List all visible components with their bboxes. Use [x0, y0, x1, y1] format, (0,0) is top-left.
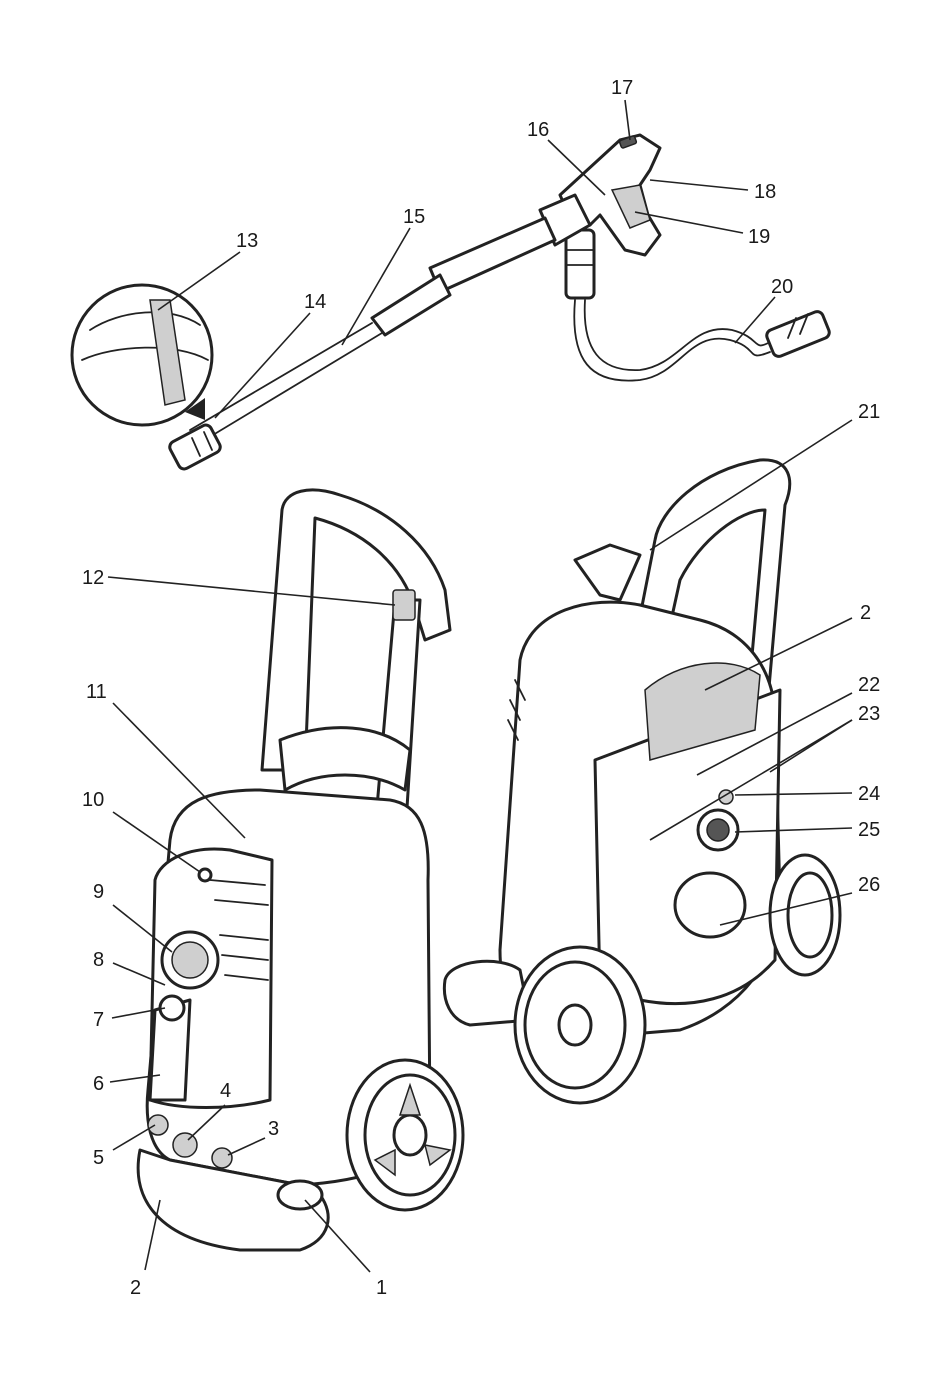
- label-9: 9: [93, 881, 104, 903]
- label-6: 6: [93, 1073, 104, 1095]
- label-20: 20: [771, 276, 793, 298]
- label-8: 8: [93, 949, 104, 971]
- accessory-clip: [393, 590, 415, 620]
- water-inlet: [148, 1115, 168, 1135]
- label-2-front: 2: [130, 1277, 141, 1299]
- label-23: 23: [858, 703, 880, 725]
- label-21: 21: [858, 401, 880, 423]
- label-25: 25: [858, 819, 880, 841]
- high-pressure-hose: [574, 300, 770, 381]
- label-11: 11: [86, 681, 107, 703]
- wheel-left: [347, 1060, 463, 1210]
- label-24: 24: [858, 783, 880, 805]
- wheel-rear-right: [770, 855, 840, 975]
- label-19: 19: [748, 226, 770, 248]
- washer-rear-view: [444, 460, 840, 1103]
- label-16: 16: [527, 119, 549, 141]
- spray-gun-assembly: [72, 135, 831, 471]
- label-4: 4: [220, 1080, 231, 1102]
- nozzle: [168, 423, 223, 471]
- wheel-rear-left: [515, 947, 645, 1103]
- label-3: 3: [268, 1118, 279, 1140]
- label-22: 22: [858, 674, 880, 696]
- label-26: 26: [858, 874, 880, 896]
- label-18: 18: [754, 181, 776, 203]
- washer-front-view: [138, 490, 463, 1250]
- label-14: 14: [304, 291, 326, 313]
- pressure-outlet: [173, 1133, 197, 1157]
- label-12: 12: [82, 567, 104, 589]
- label-17: 17: [611, 77, 633, 99]
- label-1: 1: [376, 1277, 387, 1299]
- label-15: 15: [403, 206, 425, 228]
- label-7: 7: [93, 1009, 104, 1031]
- front-foot: [278, 1181, 322, 1209]
- label-5: 5: [93, 1147, 104, 1169]
- gun-hose-connector: [566, 230, 594, 298]
- label-13: 13: [236, 230, 258, 252]
- indicator-light: [199, 869, 211, 881]
- detergent-tank: [675, 873, 745, 937]
- label-10: 10: [82, 789, 104, 811]
- label-2-rear: 2: [860, 602, 871, 624]
- hose-coupling: [765, 310, 831, 358]
